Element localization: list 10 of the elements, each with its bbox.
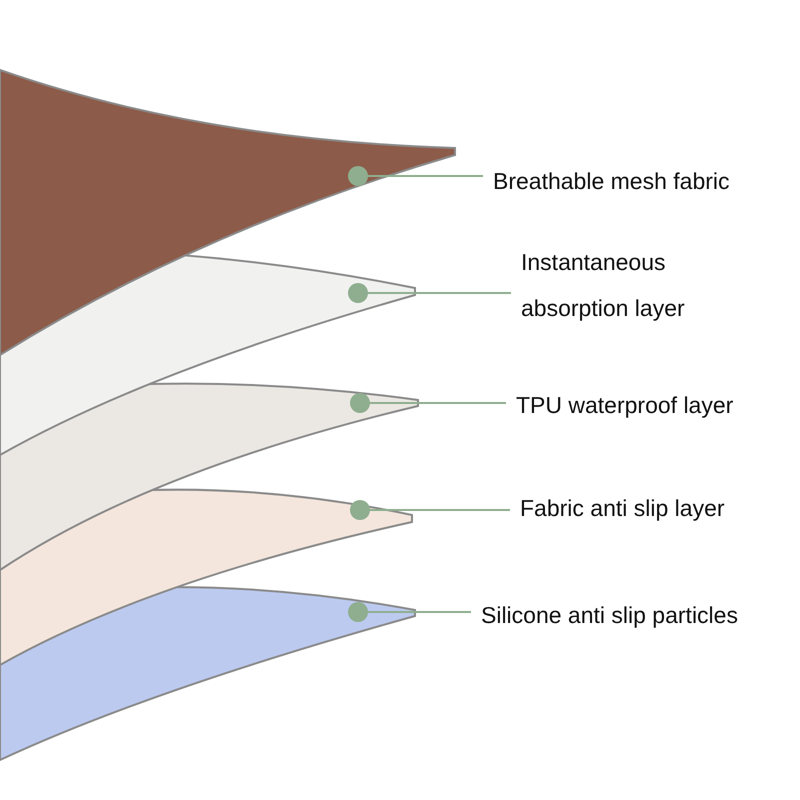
layer-label: Fabric anti slip layer — [520, 485, 790, 531]
layer-label: TPU waterproof layer — [516, 382, 796, 428]
leader-line — [348, 166, 483, 186]
layer-label: Silicone anti slip particles — [481, 592, 796, 638]
leader-line — [350, 500, 510, 520]
leader-line — [348, 602, 471, 622]
layer-label: Instantaneous absorption layer — [521, 239, 741, 331]
layer-label: Breathable mesh fabric — [493, 158, 783, 204]
leader-line — [348, 283, 511, 303]
leader-line — [350, 393, 506, 413]
